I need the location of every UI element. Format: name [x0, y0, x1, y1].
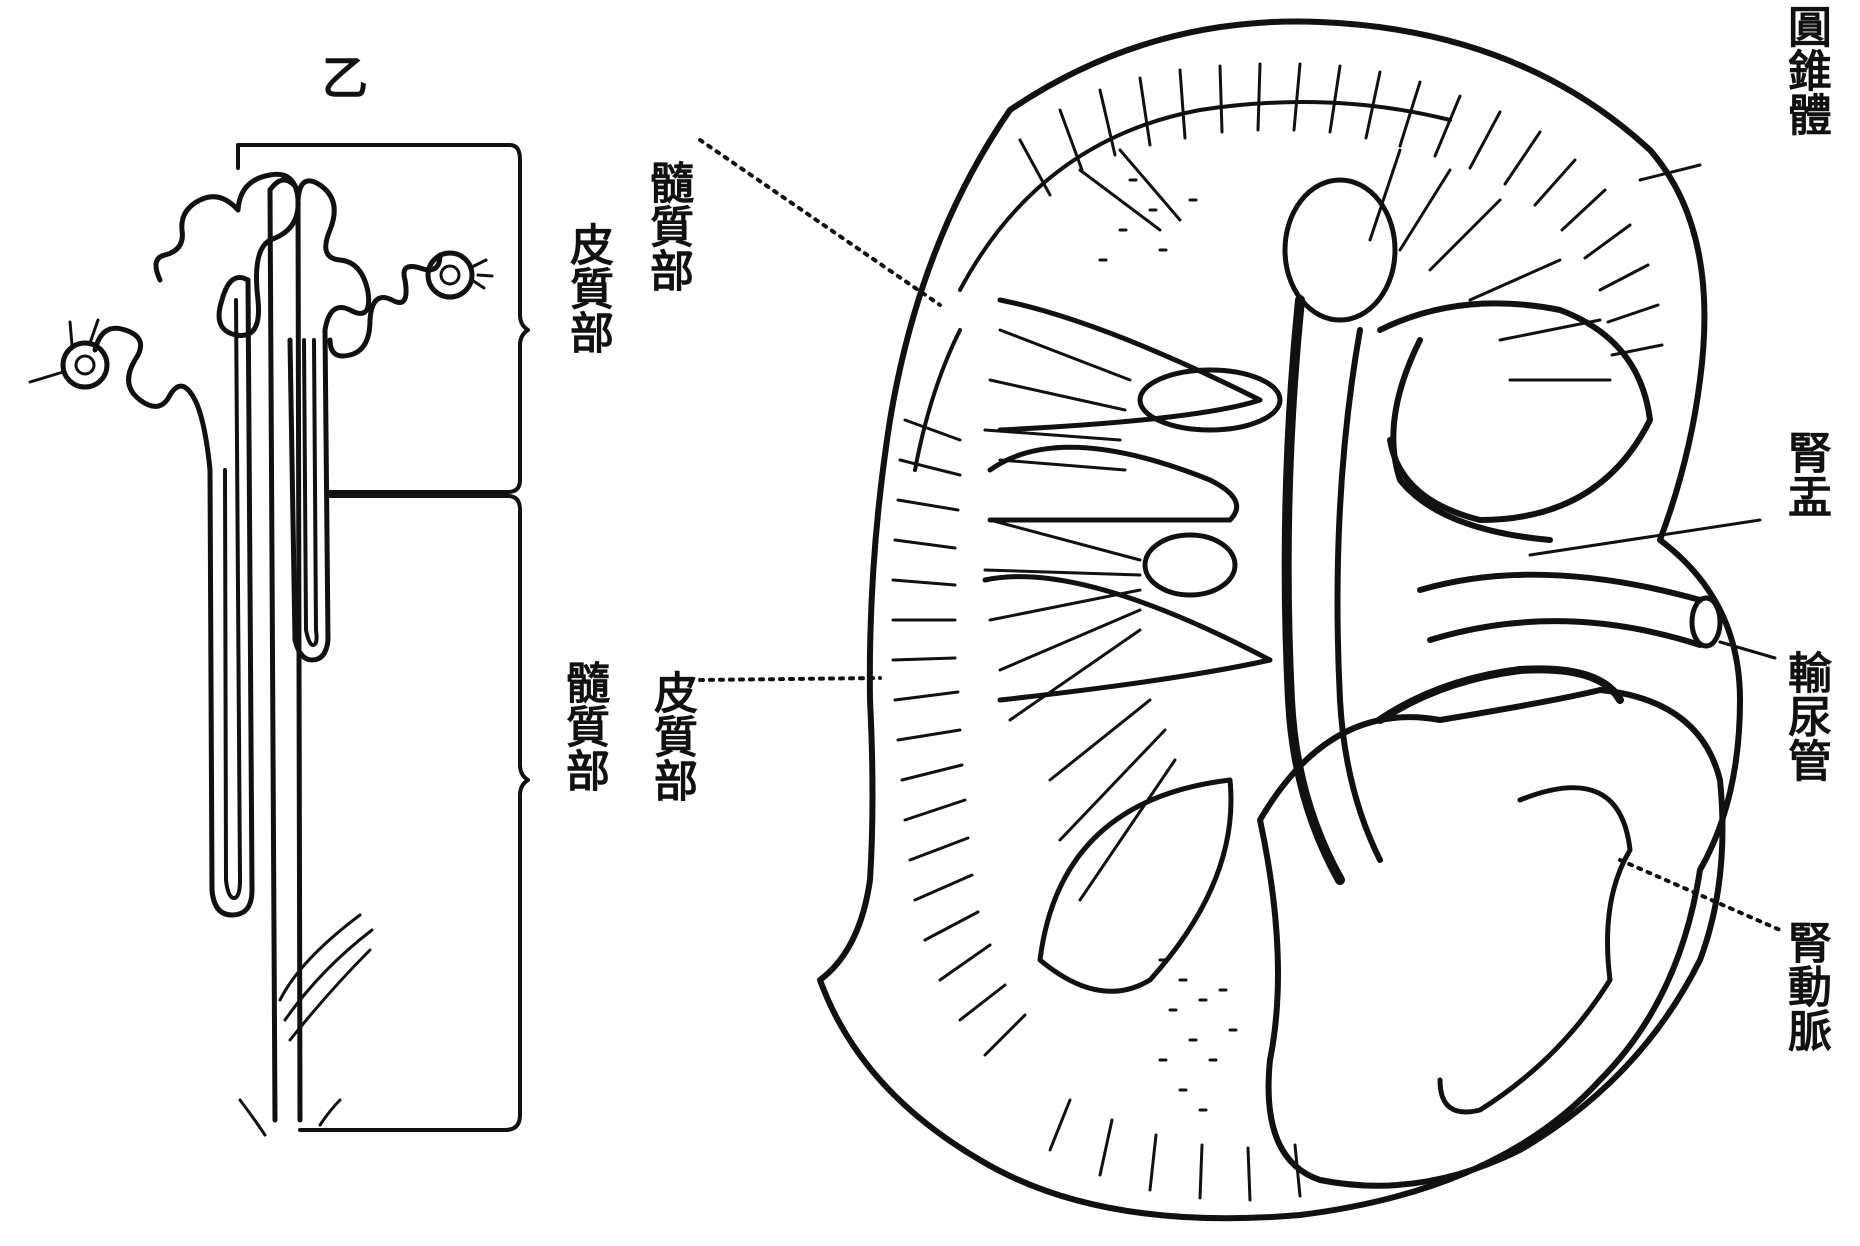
panel-label: 乙 — [322, 42, 368, 108]
kidney-medulla-label: 髓質部 — [640, 160, 694, 292]
nephron-medulla-label: 髓質部 — [556, 660, 610, 792]
renal-artery-label: 腎動脈 — [1778, 920, 1832, 1052]
kidney-cortex-label: 皮質部 — [644, 670, 698, 802]
ureter-label: 輸尿管 — [1778, 650, 1832, 782]
kidney-section-drawing — [820, 22, 1740, 1219]
nephron-cortex-label: 皮質部 — [560, 222, 614, 354]
pelvis-label: 腎盂 — [1778, 430, 1832, 518]
nephron-drawing — [30, 145, 528, 1135]
pyramid-label: 圓錐體 — [1778, 4, 1832, 136]
